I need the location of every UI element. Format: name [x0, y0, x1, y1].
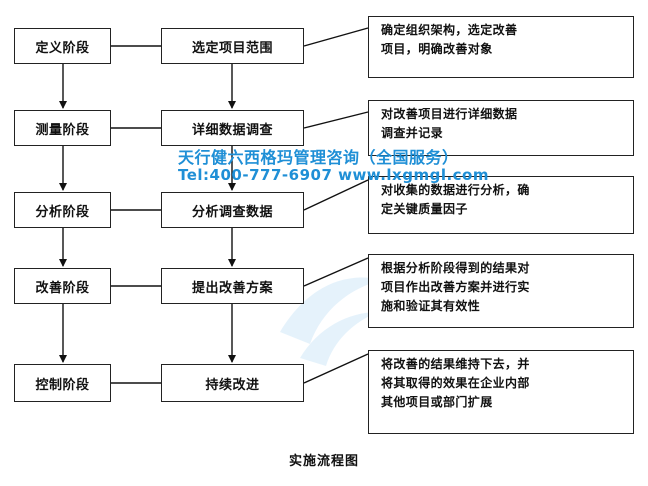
step-analyze-data: 分析调查数据: [161, 192, 304, 228]
description-line: 施和验证其有效性: [381, 299, 481, 313]
phase-measure: 测量阶段: [14, 110, 111, 146]
link-desc-1: [303, 27, 369, 47]
phase-analyze: 分析阶段: [14, 192, 111, 228]
description-line: 根据分析阶段得到的结果对: [381, 261, 530, 275]
description-line: 将其取得的效果在企业内部: [381, 376, 530, 390]
figure-caption: 实施流程图: [288, 454, 359, 469]
description-box-control: 将改善的结果维持下去，并 将其取得的效果在企业内部 其他项目或部门扩展: [368, 350, 634, 434]
link-desc-5: [303, 353, 369, 384]
description-box-analyze: 对收集的数据进行分析，确 定关键质量因子: [368, 176, 634, 234]
phase-improve: 改善阶段: [14, 268, 111, 304]
step-propose-plan: 提出改善方案: [161, 268, 304, 304]
watermark-title: 天行健六西格玛管理咨询（全国服务）: [178, 148, 459, 167]
description-line: 调查并记录: [381, 126, 444, 140]
phase-control: 控制阶段: [14, 364, 111, 402]
description-line: 对改善项目进行详细数据: [381, 107, 518, 121]
description-line: 项目，明确改善对象: [381, 42, 493, 56]
step-continuous-improvement: 持续改进: [161, 364, 304, 402]
phase-define: 定义阶段: [14, 28, 111, 64]
step-detailed-survey: 详细数据调查: [161, 110, 304, 146]
description-line: 确定组织架构，选定改善: [381, 23, 518, 37]
description-box-improve: 根据分析阶段得到的结果对 项目作出改善方案并进行实 施和验证其有效性: [368, 254, 634, 328]
link-desc-3: [303, 179, 369, 211]
description-line: 项目作出改善方案并进行实: [381, 280, 530, 294]
description-line: 其他项目或部门扩展: [381, 395, 493, 409]
step-select-scope: 选定项目范围: [161, 28, 304, 64]
watermark-contact: Tel:400-777-6907 www.lxgmgl.com: [178, 166, 489, 184]
description-line: 定关键质量因子: [381, 202, 468, 216]
watermark-logo-icon: [280, 277, 382, 366]
link-desc-2: [303, 111, 369, 129]
description-box-measure: 对改善项目进行详细数据 调查并记录: [368, 100, 634, 156]
description-box-define: 确定组织架构，选定改善 项目，明确改善对象: [368, 16, 634, 78]
description-line: 将改善的结果维持下去，并: [381, 357, 530, 371]
description-line: 对收集的数据进行分析，确: [381, 183, 530, 197]
link-desc-4: [303, 257, 369, 287]
